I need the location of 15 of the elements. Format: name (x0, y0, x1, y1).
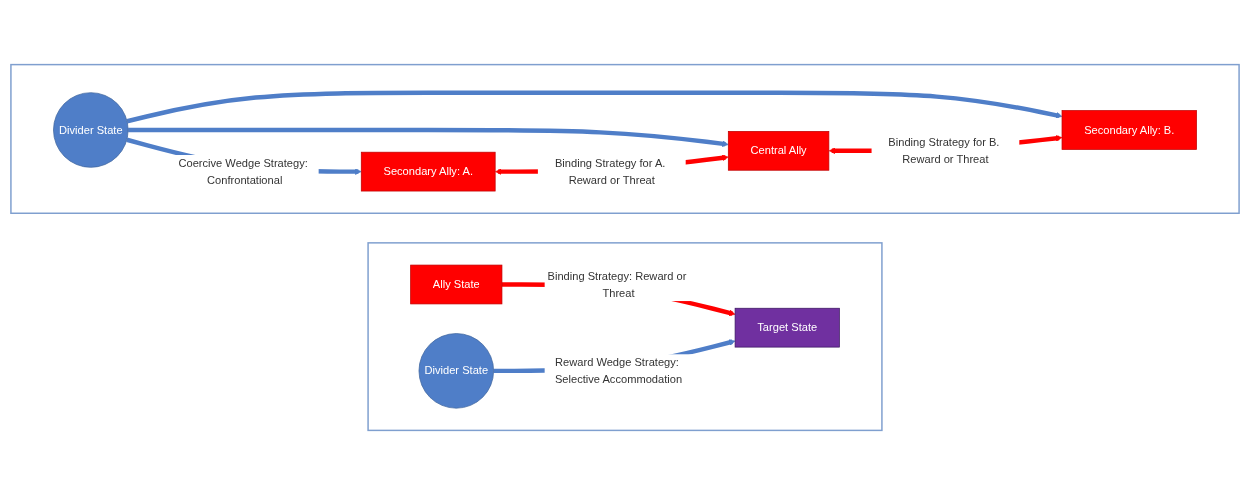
arrow (126, 90, 1063, 124)
node-circle: Divider State (53, 92, 129, 168)
edge-label: Coercive Wedge Strategy: Confrontational (178, 156, 308, 186)
node-box: Target State (734, 307, 840, 348)
edge-label: Binding Strategy for B. Reward or Threat (888, 135, 1000, 165)
node-circle: Divider State (418, 333, 494, 409)
cluster (10, 63, 1240, 214)
edge-label: Binding Strategy for A. Reward or Threat (554, 156, 666, 186)
node-box: Secondary Ally: B. (1061, 110, 1197, 150)
arrow (128, 127, 729, 148)
node-box: Central Ally (727, 131, 830, 171)
cluster (367, 242, 883, 432)
edge-label: Binding Strategy: Reward or Threat (547, 269, 687, 299)
node-box: Secondary Ally: A. (360, 151, 496, 192)
node-box: Ally State (410, 264, 503, 305)
